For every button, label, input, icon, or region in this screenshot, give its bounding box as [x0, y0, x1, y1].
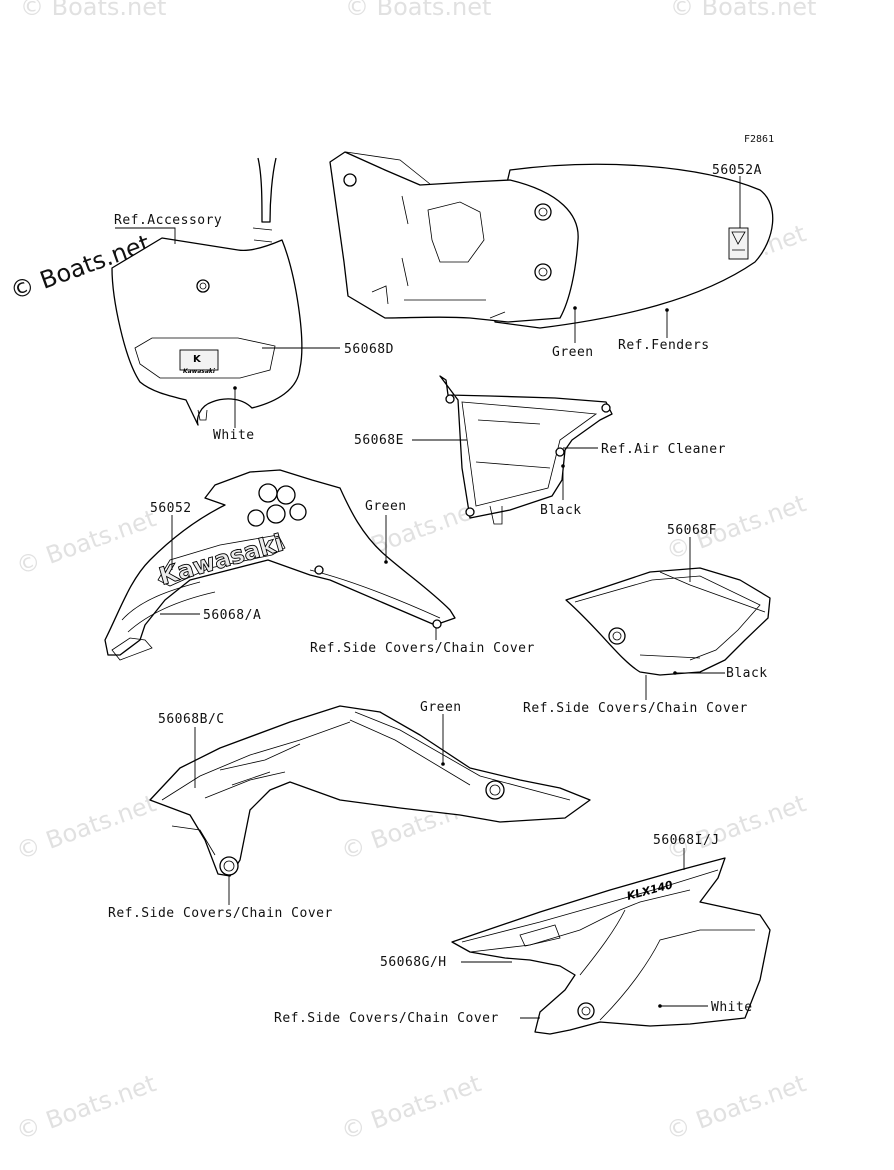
- rear-side-cover: KLX140: [451, 857, 771, 1035]
- label-56068F: 56068F: [667, 523, 717, 538]
- airbox-bolt-icon: [445, 394, 455, 404]
- label-56052A: 56052A: [712, 163, 762, 178]
- label-56068E: 56068E: [354, 433, 404, 448]
- shroud-bolt-icon: [432, 619, 442, 629]
- kawasaki-logo-icon: [179, 349, 219, 371]
- airbox-bolt-icon: [555, 447, 565, 457]
- kawasaki-logo-mark: K: [193, 354, 202, 365]
- label-black-side: Black: [726, 666, 768, 681]
- cover-bolt-icon: [577, 1002, 595, 1020]
- watermark-text: © Boats.net: [12, 1069, 159, 1145]
- shroud-bolt-icon: [247, 509, 265, 527]
- shroud-bolt-icon: [266, 504, 286, 524]
- panel-bolt-icon: [485, 780, 505, 800]
- shroud-bolt-icon: [258, 483, 278, 503]
- label-ref-fenders: Ref.Fenders: [618, 338, 710, 353]
- side-cover-f: [565, 567, 771, 676]
- watermark-text: © Boats.net: [670, 0, 816, 21]
- shroud-bolt-icon: [289, 503, 307, 521]
- label-green-shroud: Green: [365, 499, 407, 514]
- label-white-front: White: [213, 428, 255, 443]
- leader-lines: [115, 176, 741, 1019]
- rear-fender: [329, 151, 774, 329]
- label-ref-side-covers-3: Ref.Side Covers/Chain Cover: [108, 906, 333, 921]
- label-56068BC: 56068B/C: [158, 712, 225, 727]
- label-ref-side-covers-4: Ref.Side Covers/Chain Cover: [274, 1011, 499, 1026]
- airbox-bolt-icon: [465, 507, 475, 517]
- plate-bolt-icon: [196, 279, 210, 293]
- side-panel-bc: [149, 705, 591, 877]
- label-56068D: 56068D: [344, 342, 394, 357]
- label-56052: 56052: [150, 501, 192, 516]
- side-cover-bolt-icon: [608, 627, 626, 645]
- watermark-text: © Boats.net: [662, 789, 809, 865]
- kawasaki-small-text: Kawasaki: [183, 368, 216, 375]
- label-ref-air-cleaner: Ref.Air Cleaner: [601, 442, 726, 457]
- label-ref-side-covers-1: Ref.Side Covers/Chain Cover: [310, 641, 535, 656]
- front-number-plate: K Kawasaki: [111, 157, 303, 426]
- figure-id: F2861: [744, 134, 774, 145]
- airbox-bolt-icon: [601, 403, 611, 413]
- panel-bolt-icon: [219, 856, 239, 876]
- label-white-rear: White: [711, 1000, 753, 1015]
- watermark-text: © Boats.net: [12, 504, 159, 580]
- watermark-text: © Boats.net: [345, 0, 491, 21]
- watermark-text: © Boats.net: [662, 1069, 809, 1145]
- label-56068GH: 56068G/H: [380, 955, 447, 970]
- fender-bolt-icon: [343, 173, 357, 187]
- label-black-air: Black: [540, 503, 582, 518]
- label-green-lower: Green: [420, 700, 462, 715]
- watermark-text: © Boats.net: [20, 0, 166, 21]
- watermark-text: © Boats.net: [337, 1069, 484, 1145]
- label-green-fender: Green: [552, 345, 594, 360]
- air-cleaner-box: [439, 375, 613, 525]
- shroud-bolt-icon: [276, 485, 296, 505]
- callout-labels: 56052A Ref.Accessory 56068D White Green …: [108, 163, 768, 1026]
- label-56068A: 56068/A: [203, 608, 261, 623]
- watermark-text: © Boats.net: [12, 789, 159, 865]
- fender-bolt-icon: [534, 263, 552, 281]
- shroud-bolt-icon: [314, 565, 324, 575]
- label-56068IJ: 56068I/J: [653, 833, 720, 848]
- label-ref-side-covers-2: Ref.Side Covers/Chain Cover: [523, 701, 748, 716]
- fender-bolt-icon: [534, 203, 552, 221]
- label-ref-accessory: Ref.Accessory: [114, 213, 222, 228]
